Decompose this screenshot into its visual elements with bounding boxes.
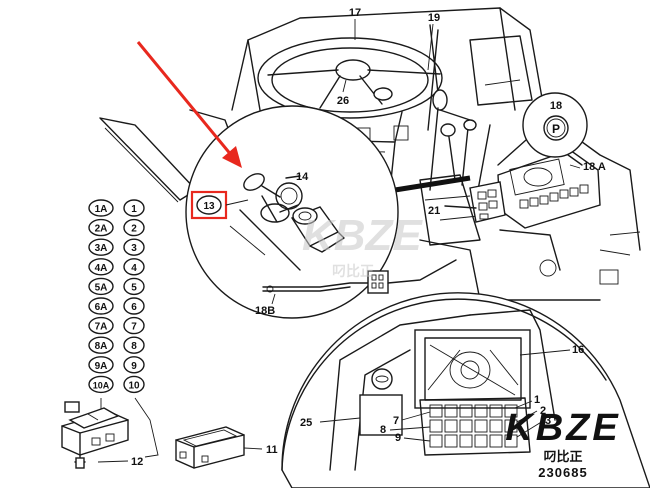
legend-label-10a: 10A (93, 380, 110, 390)
watermark: KBZE 叼比正 (302, 211, 423, 280)
legend-circle-6a (88, 297, 114, 315)
legend-circle-7 (123, 316, 145, 335)
legend-circle-4a (88, 258, 114, 276)
legend-label-8a: 8A (95, 341, 108, 352)
legend-label-1a: 1A (95, 204, 108, 215)
legend-circle-2 (123, 218, 145, 237)
rocker-switch-12: 12 (61, 401, 143, 469)
legend-label-9: 9 (131, 361, 137, 372)
legend-label-2a: 2A (95, 224, 108, 235)
legend-label-9a: 9A (95, 361, 108, 372)
callout-18a: 18 A (583, 161, 606, 173)
legend-circle-4 (123, 258, 145, 276)
callout-2: 2 (540, 405, 546, 417)
legend-circle-8a (88, 336, 114, 354)
legend-label-4a: 4A (95, 263, 108, 274)
cable-18b: 18B (255, 259, 457, 317)
legend-circle-3a (88, 238, 114, 256)
legend-circle-10 (123, 375, 145, 394)
callout-26: 26 (337, 95, 349, 107)
switch-block-21 (444, 181, 506, 223)
callout-18b: 18B (255, 305, 275, 317)
legend-label-3: 3 (131, 243, 137, 254)
legend-circle-10a (88, 375, 114, 394)
callout-7: 7 (393, 415, 399, 427)
legend-label-8: 8 (131, 341, 137, 352)
callout-12: 12 (131, 456, 143, 468)
callout-13-highlight: 13 (190, 190, 249, 220)
upper-callouts: 17 19 26 18 18 A 14 21 (296, 7, 606, 217)
brand-cn: 叼比正 (543, 450, 583, 465)
legend-label-4: 4 (131, 263, 137, 274)
legend-circle-3 (123, 238, 145, 256)
callout-17: 17 (349, 7, 361, 19)
callout-21: 21 (428, 205, 440, 217)
legend-circle-8 (123, 336, 145, 354)
callout-3: 3 (545, 415, 551, 427)
callout-18: 18 (550, 100, 562, 112)
legend-label-5a: 5A (95, 282, 108, 293)
callout-13: 13 (203, 201, 215, 212)
brand-logo: KBZE (505, 407, 621, 449)
callout-19: 19 (428, 12, 440, 24)
brand-code: 230685 (538, 465, 588, 480)
blank-switch-11: 11 (175, 426, 278, 469)
callout-1: 1 (534, 394, 540, 406)
control-levers (419, 29, 641, 301)
legend-circle-1 (123, 199, 145, 217)
legend-circle-9a (88, 356, 114, 374)
legend-circle-2a (88, 218, 114, 237)
callout-11: 11 (266, 444, 278, 456)
legend-label-2: 2 (131, 224, 137, 235)
red-arrow (136, 41, 242, 168)
callout-9: 9 (395, 432, 401, 444)
leader-band (394, 175, 471, 193)
legend-circle-5 (123, 277, 145, 296)
legend-label-3a: 3A (95, 243, 108, 254)
legend-circle-9 (123, 356, 145, 374)
park-symbol: P (552, 122, 560, 136)
watermark-text: KBZE (302, 211, 423, 260)
console-detail: 16 25 7 8 9 1 2 3 (281, 292, 650, 489)
legend-label-1: 1 (131, 204, 137, 215)
legend-label-7a: 7A (95, 322, 108, 333)
park-brake-detail: P (497, 92, 588, 166)
callout-14: 14 (296, 171, 309, 183)
callout-25: 25 (300, 417, 312, 429)
legend-circle-7a (88, 316, 114, 335)
legend-label-6: 6 (131, 302, 137, 313)
callout-8: 8 (380, 424, 386, 436)
brand-mark: KBZE 叼比正 230685 (488, 408, 638, 480)
legend-label-10: 10 (128, 380, 140, 391)
legend-circle-5a (88, 277, 114, 296)
callout-16: 16 (572, 344, 584, 356)
watermark-cn: 叼比正 (332, 263, 374, 280)
legend-label-6a: 6A (95, 302, 108, 313)
legend-circle-6 (123, 297, 145, 315)
legend-label-5: 5 (131, 282, 137, 293)
switch-legend: 1A 1 2A 2 3A 3 4A 4 5A 5 6A 6 7A 7 8A 8 9A 9 10A 10 (88, 199, 145, 394)
legend-circle-1a (88, 199, 114, 217)
legend-label-7: 7 (131, 322, 137, 333)
